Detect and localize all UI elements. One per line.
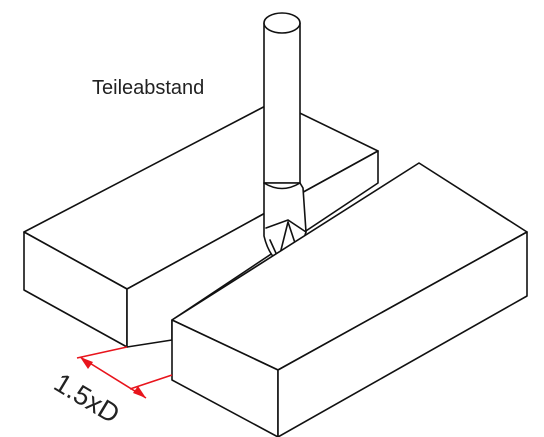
tool-shank bbox=[263, 22, 301, 184]
right-block-left-face bbox=[171, 319, 279, 437]
right-block-right-face bbox=[277, 231, 528, 437]
dimension-arrow-top bbox=[80, 357, 93, 369]
tool-flute-edge bbox=[265, 219, 307, 233]
tool-shank-top bbox=[263, 12, 301, 34]
end-mill-tool bbox=[263, 12, 307, 263]
right-workpiece-block bbox=[171, 162, 528, 437]
part-gap-label: Teileabstand bbox=[92, 77, 204, 99]
dimension-arrow-bottom bbox=[133, 386, 146, 398]
tool-collar-edge bbox=[263, 182, 301, 190]
dimension-label: 1.5xD bbox=[49, 367, 125, 429]
gap-dimension bbox=[76, 346, 173, 399]
